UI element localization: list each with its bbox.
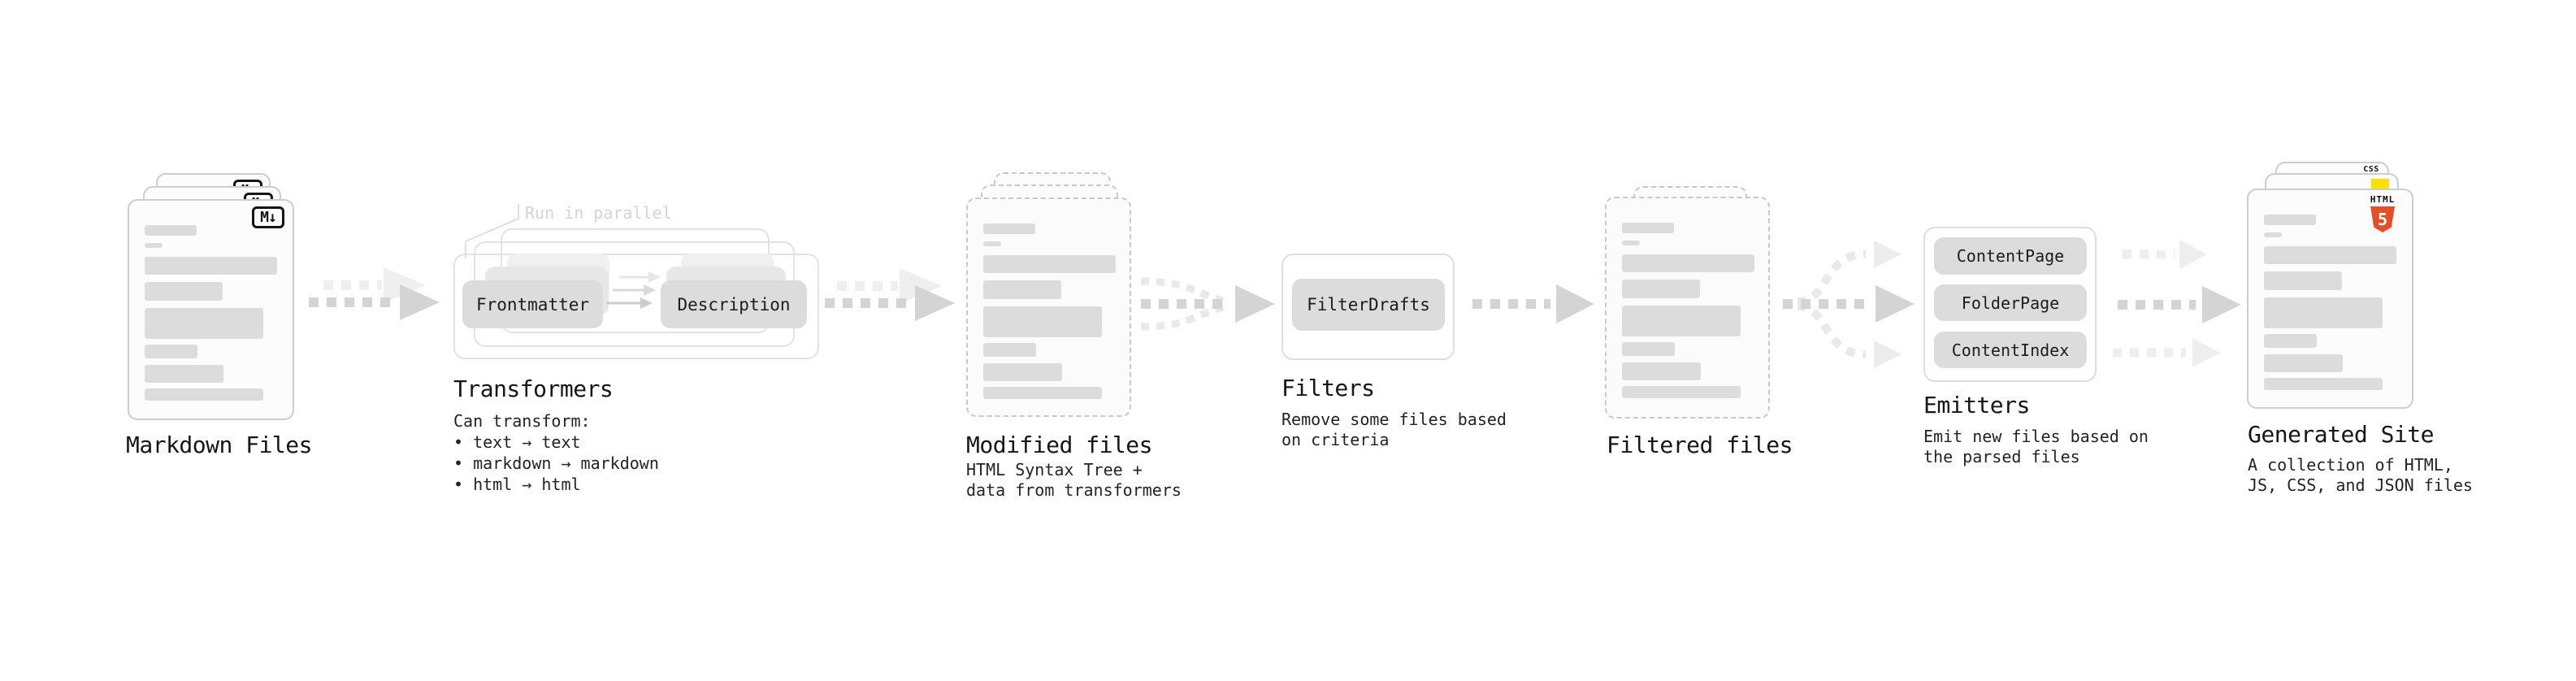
doc-text-placeholder [145,225,277,401]
transformer-box-front [453,254,819,359]
doc-text-placeholder [1622,223,1754,398]
arrow-modified-to-filters [1140,277,1275,331]
modified-files-description: HTML Syntax Tree + data from transformer… [966,460,1182,501]
can-transform-heading: Can transform: [453,411,591,431]
stage-label: Transformers [453,375,614,402]
description-line: on criteria [1281,430,1390,449]
arrow-filtered-to-emitters [1783,241,1915,368]
transform-capability: html → html [453,474,659,495]
description-line: Emit new files based on [1923,427,2149,446]
description-line: JS, CSS, and JSON files [2248,475,2473,495]
generated-file-card-html: HTML 5 [2247,189,2413,409]
arrow-markdown-to-transformers [309,267,440,320]
stage-label: Filters [1281,375,1375,401]
stage-label: Modified files [966,432,1153,458]
description-line: Remove some files based [1281,410,1507,429]
doc-text-placeholder [2264,215,2396,390]
html5-number: 5 [2377,210,2388,229]
transform-capability: text → text [453,432,659,453]
arrow-transformers-to-modified [825,268,955,321]
filtered-files-caption: Filtered files [1607,432,1793,458]
folderpage-pill: FolderPage [1934,284,2087,321]
generated-site-description: A collection of HTML, JS, CSS, and JSON … [2248,455,2473,496]
description-line: A collection of HTML, [2248,455,2453,475]
html5-icon: HTML 5 [2363,195,2402,232]
frontmatter-pill: Frontmatter [462,280,603,328]
doc-text-placeholder [983,223,1116,399]
stage-label: Emitters [1923,392,2030,419]
modified-file-card-front [966,197,1131,417]
filters-caption: Filters [1281,375,1375,401]
transform-capability: markdown → markdown [453,453,659,474]
transformers-caption: Transformers [453,375,614,402]
description-line: data from transformers [966,480,1182,500]
modified-files-caption: Modified files [966,432,1153,458]
emitters-description: Emit new files based on the parsed files [1923,427,2149,467]
filterdrafts-pill: FilterDrafts [1292,279,1445,331]
filters-description: Remove some files based on criteria [1281,410,1507,450]
arrow-filters-to-filtered [1472,284,1594,323]
stage-label: Filtered files [1607,432,1793,458]
description-line: the parsed files [1923,447,2080,466]
generated-site-caption: Generated Site [2248,421,2435,448]
stage-label: Markdown Files [126,432,313,458]
transformers-description: Can transform: text → text markdown → ma… [453,410,659,495]
description-line: HTML Syntax Tree + [966,460,1143,479]
stage-label: Generated Site [2248,421,2435,448]
contentpage-pill: ContentPage [1934,237,2087,275]
markdown-icon: M↓ [252,206,284,228]
html5-icon-label: HTML [2370,194,2396,205]
markdown-files-caption: Markdown Files [126,432,313,458]
emitters-caption: Emitters [1923,392,2030,419]
css-icon-label: CSS [2363,165,2379,174]
description-pill: Description [661,280,807,328]
js-file-icon [2371,179,2389,189]
markdown-file-card-front: M↓ [128,199,294,420]
filtered-file-card-front [1605,197,1770,419]
arrow-emitters-to-generated [2113,240,2241,367]
run-in-parallel-note: Run in parallel [525,203,672,223]
contentindex-pill: ContentIndex [1934,332,2087,368]
